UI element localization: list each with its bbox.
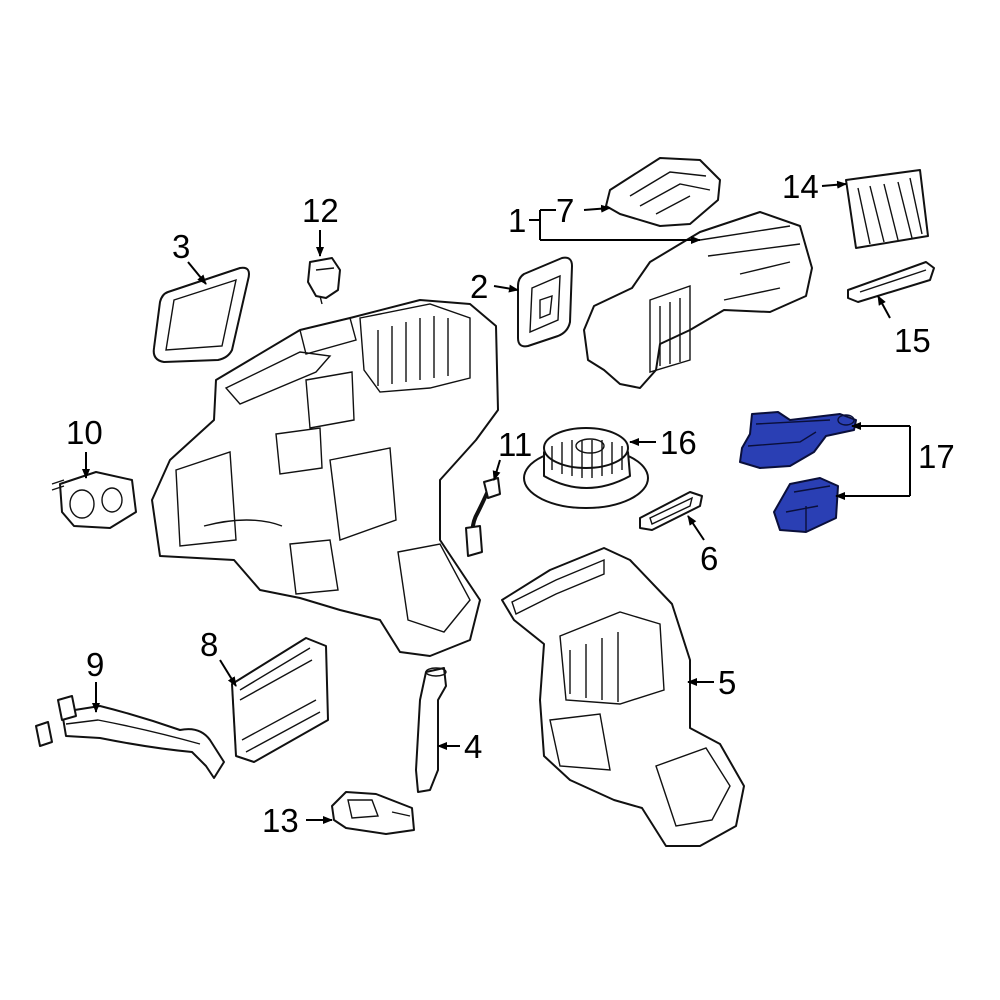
part-11-wiring-harness[interactable]: [465, 477, 501, 557]
leader-lines: [82, 180, 911, 824]
part-4-drain-hose[interactable]: [415, 667, 447, 793]
callout-5: 5: [718, 664, 736, 701]
callout-4: 4: [464, 728, 482, 765]
callout-3: 3: [172, 228, 190, 265]
part-12-sensor[interactable]: [307, 257, 341, 305]
part-1-housing-assembly[interactable]: [583, 211, 813, 389]
callout-9: 9: [86, 646, 104, 683]
part-17-control-module-lower[interactable]: [773, 477, 839, 533]
part-8-heater-core[interactable]: [231, 637, 329, 763]
part-3-seal-gasket[interactable]: [152, 266, 250, 363]
part-6-gasket[interactable]: [639, 491, 703, 531]
callout-15: 15: [894, 322, 931, 359]
part-17-control-module-upper[interactable]: [739, 411, 857, 469]
part-2-door-flap[interactable]: [517, 256, 573, 348]
callout-11: 11: [498, 426, 532, 463]
part-15-filter-cover[interactable]: [847, 261, 935, 303]
callout-16: 16: [660, 424, 697, 461]
callout-12: 12: [302, 192, 339, 229]
part-10-vent-outlet[interactable]: [51, 471, 137, 529]
callout-17: 17: [918, 438, 955, 475]
callout-8: 8: [200, 626, 218, 663]
callout-13: 13: [262, 802, 299, 839]
part-13-actuator[interactable]: [331, 791, 415, 835]
part-5-lower-case[interactable]: [501, 547, 745, 847]
callout-2: 2: [470, 268, 488, 305]
part-16-blower-motor[interactable]: [523, 427, 649, 509]
callout-labels: 1 2 3 4 5 6 7 8 9 10 11 12 13 14 15 16 1…: [66, 168, 955, 839]
part-14-cabin-filter[interactable]: [845, 169, 929, 249]
callout-1: 1: [508, 202, 526, 239]
callout-6: 6: [700, 540, 718, 577]
part-9-heater-tubes[interactable]: [35, 695, 225, 779]
callout-10: 10: [66, 414, 103, 451]
part-7-duct[interactable]: [605, 157, 721, 227]
callout-14: 14: [782, 168, 819, 205]
hvac-case-assembly[interactable]: [151, 299, 499, 657]
callout-7: 7: [556, 192, 574, 229]
